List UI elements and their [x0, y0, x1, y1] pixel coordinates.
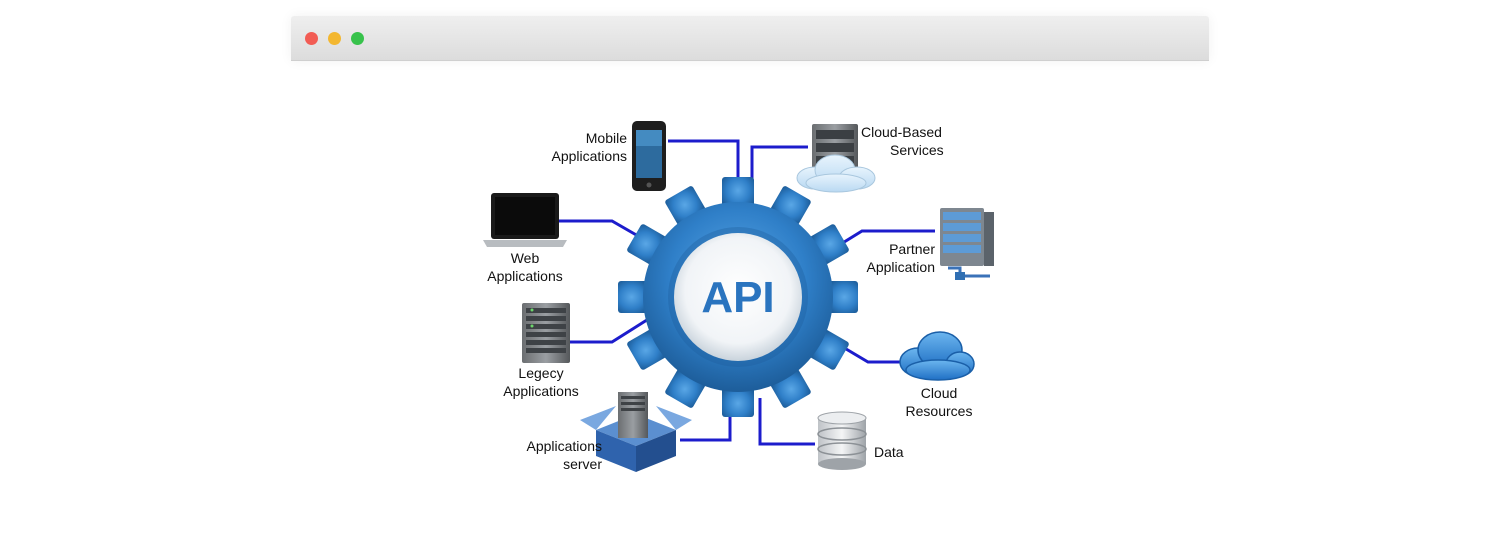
app-server-label-line2: server [563, 456, 602, 472]
close-window-button[interactable] [305, 32, 318, 45]
web-label-line1: Web [511, 250, 540, 266]
server-box-icon [580, 392, 692, 472]
partner-label-line1: Partner [889, 241, 935, 257]
database-icon [817, 411, 867, 470]
mobile-label-line1: Mobile [586, 130, 627, 146]
legacy-label-line2: Applications [503, 383, 579, 399]
legacy-label-line1: Legecy [518, 365, 563, 381]
cloud-server-icon [796, 124, 876, 193]
web-label-line2: Applications [487, 268, 563, 284]
connector-mobile [668, 139, 740, 190]
app-server-label-line1: Applications [527, 438, 603, 454]
minimize-window-button[interactable] [328, 32, 341, 45]
api-center-label: API [701, 273, 774, 322]
connector-web [557, 219, 646, 242]
cloud-resources-label-line1: Cloud [921, 385, 958, 401]
laptop-icon [483, 193, 567, 247]
cloud-resources-label-line2: Resources [906, 403, 973, 419]
cloud-services-label-line1: Cloud-Based [861, 124, 942, 140]
mobile-label-line2: Applications [552, 148, 628, 164]
smartphone-icon [632, 121, 666, 191]
connector-legacy [570, 316, 651, 344]
connector-cloud-resources [835, 341, 900, 364]
server-tower-icon [940, 208, 994, 280]
browser-title-bar [291, 16, 1209, 61]
connector-lines [557, 139, 935, 446]
cloud-services-label-line2: Services [890, 142, 944, 158]
connector-data [758, 398, 815, 446]
cloud-icon [899, 331, 975, 381]
api-gear-icon [618, 177, 858, 417]
server-rack-icon [522, 303, 570, 363]
connector-cloud-services [750, 145, 808, 190]
maximize-window-button[interactable] [351, 32, 364, 45]
partner-label-line2: Application [867, 259, 936, 275]
data-label: Data [874, 444, 904, 460]
